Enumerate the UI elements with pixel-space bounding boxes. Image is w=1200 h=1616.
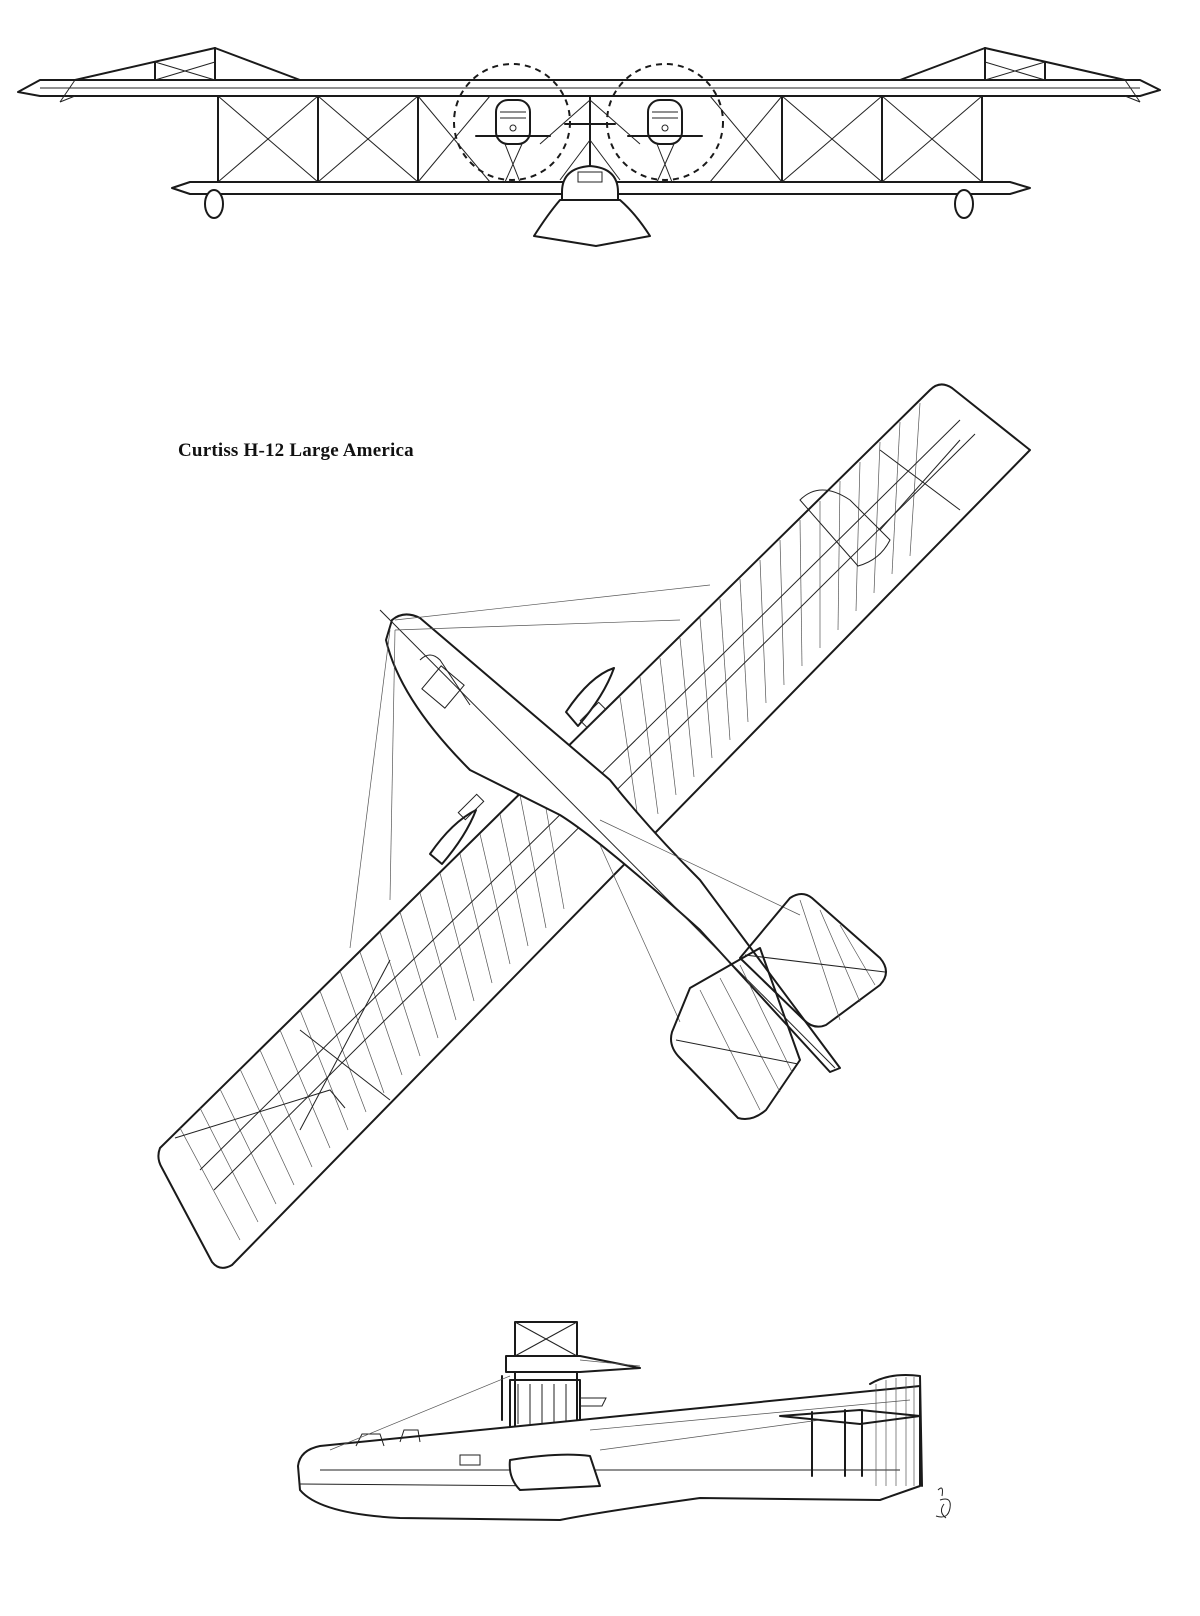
front-center-cabane: [539, 95, 641, 181]
side-cockpit: [355, 1429, 481, 1466]
top-view: [157, 383, 1031, 1269]
front-right-wing-extension: [899, 47, 1141, 103]
front-right-float: [954, 189, 974, 219]
front-hull-planing-bottom: [533, 199, 651, 247]
top-hull: [379, 609, 841, 1073]
front-upper-wing: [17, 79, 1161, 97]
artist-signature: [935, 1487, 951, 1519]
side-view: [297, 1321, 951, 1521]
left-engine: [475, 99, 551, 183]
front-view: [17, 47, 1161, 247]
left-propeller-disc: [453, 63, 571, 181]
front-lower-wing: [171, 181, 1031, 195]
front-left-wing-extension: [59, 47, 301, 103]
side-tail: [779, 1374, 923, 1487]
top-tailplane: [670, 893, 887, 1120]
front-hull: [561, 165, 619, 201]
top-main-wing: [157, 383, 1031, 1269]
right-engine: [627, 99, 703, 183]
right-propeller-disc: [606, 63, 724, 181]
side-hull-step: [508, 1453, 601, 1491]
side-bracing-wires: [329, 1359, 911, 1451]
front-interplane-struts: [217, 95, 983, 183]
drawing-title: Curtiss H-12 Large America: [178, 440, 414, 461]
top-engine-nacelles: [429, 667, 615, 865]
top-bracing-wires: [349, 584, 801, 1023]
front-left-float: [204, 189, 224, 219]
side-hull: [297, 1385, 921, 1521]
